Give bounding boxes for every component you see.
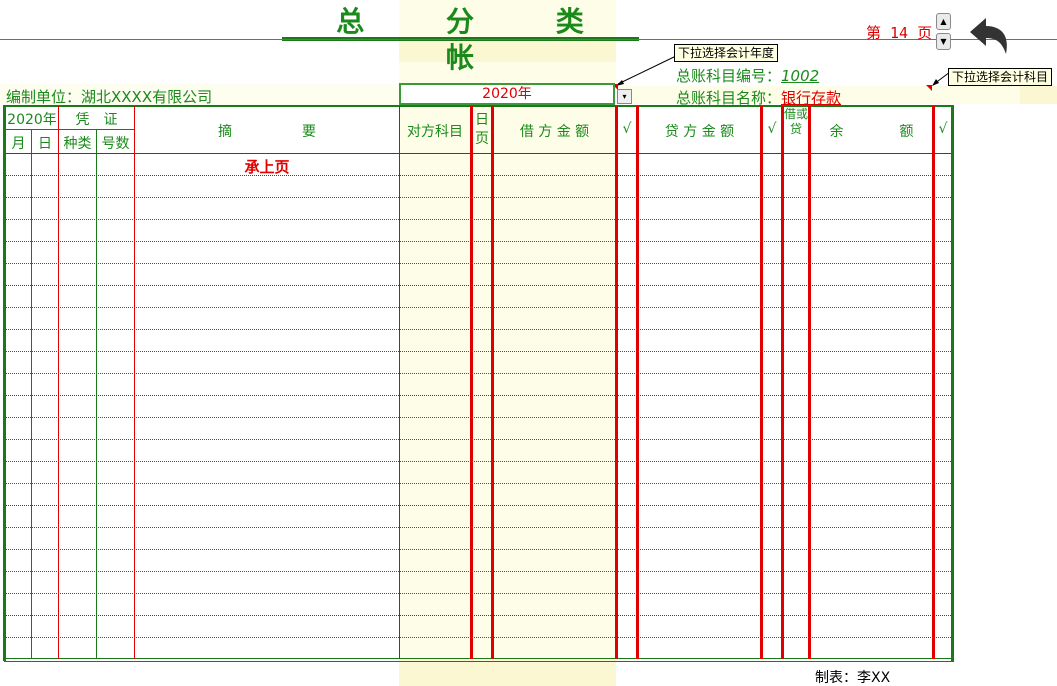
row-line [6,373,951,374]
row-line [6,307,951,308]
page-title: 总 分 类 帐 [336,5,620,74]
header-day: 日 [38,136,52,152]
col-line-drcr-balance [808,106,811,659]
col-line-type-no [96,129,97,659]
ledger-border-left [3,105,6,661]
header-bottom-line [6,153,951,154]
row-line [6,483,951,484]
row-line [6,571,951,572]
row-line [6,219,951,220]
highlight-band-mid [399,40,616,62]
row-line [6,461,951,462]
header-journal-page: 日页 [475,112,489,147]
header-sub-divider [6,129,134,130]
chevron-down-icon: ▾ [622,92,627,101]
row-line [6,263,951,264]
header-debit: 借 方 金 额 [519,124,590,140]
next-page-button[interactable]: ▼ [936,33,951,50]
year-dropdown-button[interactable]: ▾ [617,89,632,104]
col-line-balance-check [932,106,935,659]
header-debit-or-credit: 借或贷 [784,107,809,136]
carry-forward-text: 承上页 [244,158,290,176]
header-counter-account: 对方科目 [407,124,463,140]
header-voucher-no: 号数 [101,136,130,152]
row-line [6,175,951,176]
header-check-1: √ [622,121,632,137]
header-divider-line [0,39,1057,40]
company-row-band [0,84,399,105]
row-line [6,395,951,396]
row-line [6,527,951,528]
page-number: 第 14 页 [866,24,933,42]
header-credit: 贷 方 金 额 [664,124,735,140]
account-name-row: 总账科目名称：银行存款 [676,87,841,108]
row-line [6,637,951,638]
col-line-credit-check [760,106,763,659]
col-line-page-debit [491,106,494,659]
col-line-counter-page [470,106,473,659]
header-voucher: 凭 证 [75,112,118,128]
col-line-debit-check [615,106,618,659]
prepared-by: 制表：李XX [815,670,891,686]
header-year: 2020年 [7,112,57,128]
row-line [6,285,951,286]
row-line [6,615,951,616]
header-voucher-type: 种类 [63,136,92,152]
row-line [6,505,951,506]
row-line [6,593,951,594]
triangle-down-icon: ▼ [940,37,947,46]
row-line [6,241,951,242]
row-line [6,417,951,418]
year-select[interactable]: 2020年 [399,83,615,105]
title-underline [282,37,639,41]
col-line-month-day [31,129,32,659]
triangle-up-icon: ▲ [940,17,947,26]
header-check-2: √ [767,121,777,137]
row-line [6,549,951,550]
account-info-band [620,86,1020,104]
year-tooltip: 下拉选择会计年度 [674,44,779,62]
header-summary: 摘 要 [218,124,316,140]
header-check-3: √ [938,121,948,137]
row-line [6,351,951,352]
row-line [6,329,951,330]
highlight-band-lower [399,660,616,686]
account-number-label: 总账科目编号： [676,67,782,85]
col-line-no-summary [134,106,135,659]
account-number-value[interactable]: 1002 [781,67,820,85]
back-arrow-icon[interactable] [968,16,1012,56]
row-line [6,197,951,198]
col-line-summary-counter [399,106,400,659]
col-line-day-type [58,106,59,659]
ledger-border-top [4,105,954,107]
prev-page-button[interactable]: ▲ [936,13,951,30]
company-name: 编制单位：湖北XXXX有限公司 [6,88,213,106]
col-line-check-credit [636,106,639,659]
col-line-check-drcr [781,106,784,659]
account-name-value[interactable]: 银行存款 [781,89,842,107]
account-info-band-end [1020,86,1057,104]
header-balance: 余 额 [829,124,914,140]
ledger-border-right [951,105,954,661]
account-tooltip: 下拉选择会计科目 [948,68,1053,86]
header-month: 月 [11,136,26,152]
account-name-label: 总账科目名称： [676,89,782,107]
account-number-row: 总账科目编号：1002 [676,65,819,86]
row-line [6,439,951,440]
ledger-border-bottom [4,658,954,662]
